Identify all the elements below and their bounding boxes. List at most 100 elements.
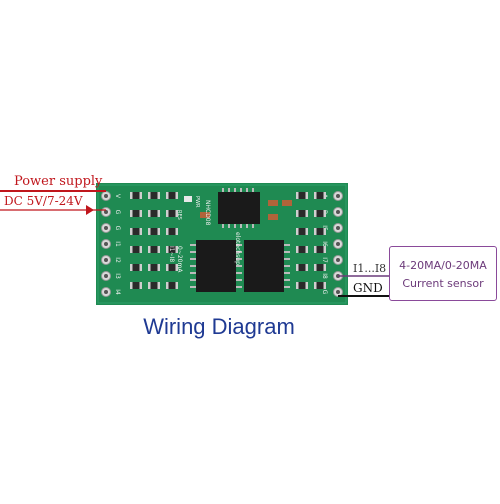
smd-pad [175,192,178,199]
smd-resistor [314,282,326,289]
pcb-edge [97,184,347,304]
smd-pad [314,192,317,199]
smd-pad [296,264,299,271]
left-pin-label: I4 [114,289,121,295]
smd-capacitor [268,200,278,206]
smd-pad [175,282,178,289]
dc-voltage-label: DC 5V/7-24V [4,194,83,208]
right-pin-header: ABI5I6I7I8G [321,191,343,297]
smd-resistor [148,192,160,199]
smd-resistor [296,246,308,253]
smd-pad [130,264,133,271]
smd-pad [175,246,178,253]
smd-pad [314,246,317,253]
smd-resistor [130,210,142,217]
ic-chip-top [218,188,260,228]
smd-pad [148,192,151,199]
ic-chip-right [244,240,290,292]
smd-resistor [166,282,178,289]
smd-resistor [130,264,142,271]
pin-hole-center [104,242,108,246]
smd-resistor [166,246,178,253]
smd-components [130,192,326,289]
pin-hole-center [104,290,108,294]
smd-pad [166,246,169,253]
pin-hole-center [336,194,340,198]
smd-resistor [166,264,178,271]
smd-resistor [314,246,326,253]
pin-hole-center [336,258,340,262]
smd-pad [296,246,299,253]
smd-resistor [314,210,326,217]
dc-arrow-icon [86,205,94,215]
smd-pad [305,192,308,199]
smd-pad [323,192,326,199]
smd-pad [148,282,151,289]
smd-resistor [314,228,326,235]
pin-hole-center [336,290,340,294]
smd-pad [157,192,160,199]
sensor-range-label: 4-20MA/0-20MA [399,259,487,272]
smd-pad [323,228,326,235]
power-supply-label: Power supply [14,174,103,189]
smd-capacitor [282,200,292,206]
smd-pad [323,264,326,271]
smd-resistor [130,246,142,253]
gnd-label: GND [353,281,383,295]
smd-pad [296,282,299,289]
smd-pad [130,246,133,253]
left-pin-label: G [114,210,121,215]
silk-range: 0~20mA [176,246,183,273]
smd-pad [305,264,308,271]
smd-pad [323,210,326,217]
smd-pad [148,210,151,217]
smd-pad [314,264,317,271]
smd-pad [323,246,326,253]
smd-pad [305,228,308,235]
smd-pad [296,192,299,199]
smd-resistor [166,228,178,235]
smd-pad [148,264,151,271]
pin-hole-center [104,258,108,262]
smd-resistor [296,210,308,217]
smd-pad [323,282,326,289]
inputs-label: I1...I8 [353,262,387,275]
right-pin-label: G [321,290,328,295]
pin-hole-center [104,274,108,278]
pin-hole-center [336,226,340,230]
smd-resistor [148,210,160,217]
pin-hole-center [104,210,108,214]
right-pin-label: I7 [321,257,328,263]
smd-pad [157,210,160,217]
wires [0,190,389,297]
smd-pad [314,282,317,289]
smd-pad [296,228,299,235]
silk-res: RES [176,210,182,220]
smd-resistor [148,282,160,289]
smd-pad [314,210,317,217]
smd-pad [139,210,142,217]
silk-inputs: I1~I8 [168,246,175,262]
smd-resistor [296,192,308,199]
smd-pad [139,246,142,253]
smd-pad [148,246,151,253]
smd-resistor [130,282,142,289]
smd-pad [175,264,178,271]
smd-capacitor [268,214,278,220]
smd-pad [166,264,169,271]
smd-pad [130,228,133,235]
smd-pad [130,192,133,199]
sensor-name-label: Current sensor [402,277,484,290]
smd-pad [166,228,169,235]
smd-resistor [148,264,160,271]
smd-resistor [148,228,160,235]
silk-pwr: PWR [194,196,200,208]
smd-pad [148,228,151,235]
smd-pad [305,282,308,289]
smd-pad [166,282,169,289]
pin-hole-center [336,210,340,214]
